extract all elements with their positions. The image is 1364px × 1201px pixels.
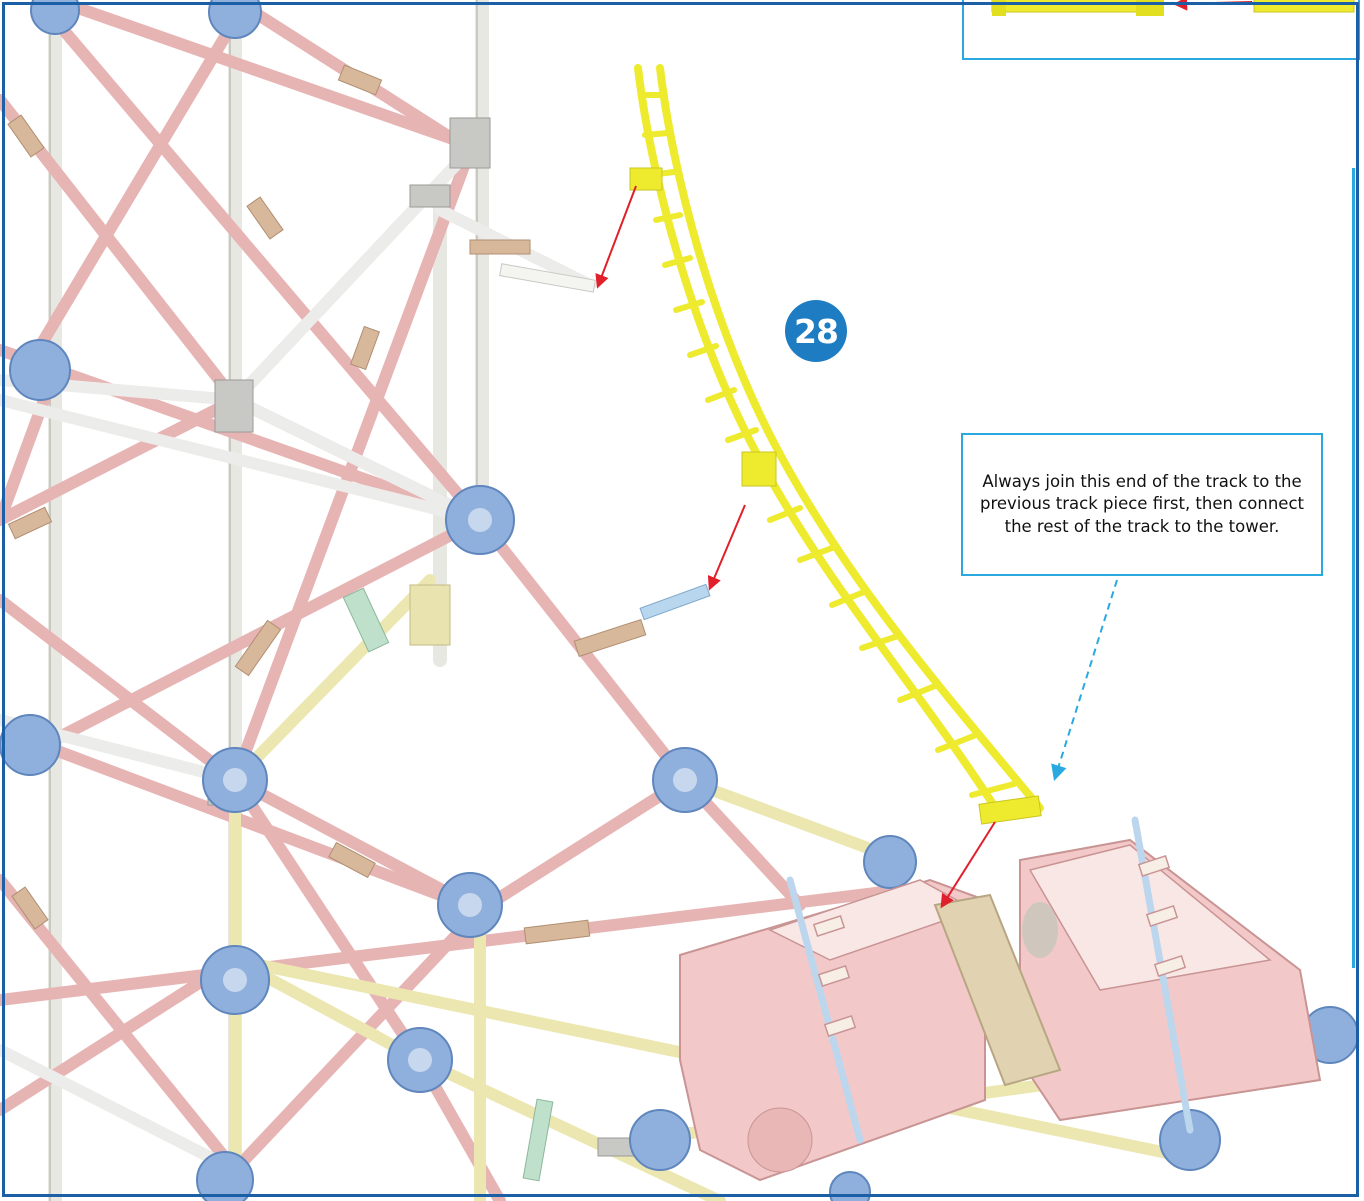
track-mid-connector [741, 451, 777, 487]
tan-clips [7, 64, 647, 945]
tower-white-rods [0, 144, 596, 1176]
white-rod-end [499, 263, 596, 293]
red-assembly-arrow [595, 185, 996, 909]
instruction-callout: Always join this end of the track to the… [961, 433, 1323, 576]
yellow-bracket [409, 584, 451, 646]
callout-text: Always join this end of the track to the… [980, 471, 1304, 536]
green-support-parts [342, 587, 554, 1182]
track-bottom-connector [978, 795, 1042, 825]
side-panel-edge [1352, 168, 1364, 968]
inset-track-detail [991, 0, 1355, 16]
light-blue-rod-end [639, 583, 711, 621]
motor-housing-right [1019, 838, 1322, 1122]
track-end-connector-top [629, 167, 663, 191]
chain-guide [933, 893, 1062, 1087]
dashed-leader-arrow [1051, 579, 1118, 782]
step-number-badge: 28 [785, 300, 847, 362]
inset-detail-panel [962, 0, 1360, 60]
